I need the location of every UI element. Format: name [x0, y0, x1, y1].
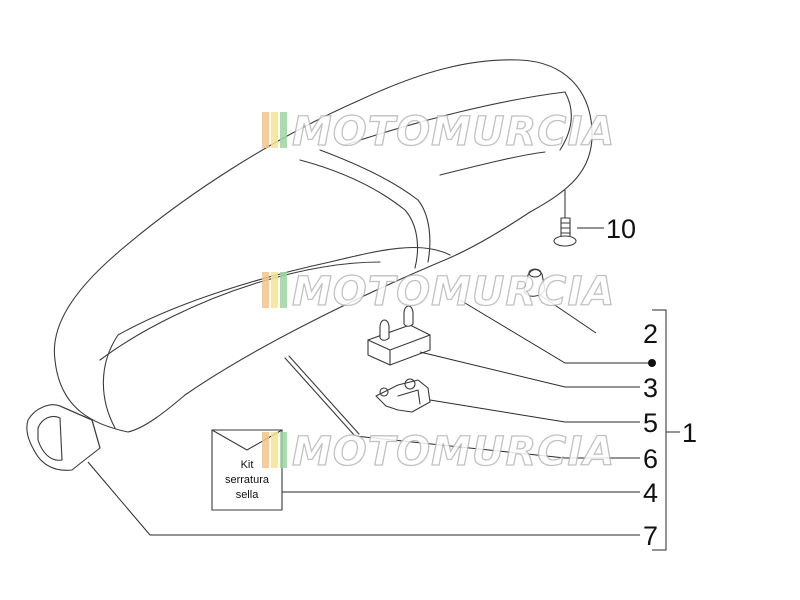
watermark-stripe — [280, 112, 287, 148]
seat — [53, 59, 593, 433]
watermark-3: MOTOMURCIA — [262, 428, 615, 476]
watermark-stripe — [271, 272, 278, 308]
callout-3: 3 — [643, 373, 658, 403]
callout-numbers: 10 2 3 5 1 6 4 7 — [606, 214, 697, 551]
plug-part-2 — [523, 268, 546, 297]
callout-5: 5 — [643, 408, 658, 438]
watermark-stripe — [262, 112, 269, 148]
callout-6: 6 — [643, 444, 658, 474]
seat-rear-step — [439, 151, 546, 176]
seat-rear-cushion-edge — [344, 91, 572, 151]
watermark-1: MOTOMURCIA — [262, 108, 615, 156]
cable-rod-part-6 — [284, 355, 360, 437]
seat-divider-band — [319, 149, 431, 263]
watermark-stripe — [262, 432, 269, 468]
callout-1: 1 — [682, 418, 697, 448]
seat-front-inner-edge — [99, 261, 381, 361]
watermark-stripe — [280, 272, 287, 308]
screw-head — [553, 235, 577, 247]
kit-label-line1: Kit — [241, 459, 254, 471]
group-bullet — [648, 359, 656, 367]
buffer-block-part-3 — [367, 305, 431, 366]
latch-bracket-part-5 — [375, 378, 431, 413]
seat-top-surface-edge — [102, 246, 451, 429]
watermark-stripe — [262, 272, 269, 308]
hinge-cap-part-7 — [26, 404, 101, 471]
watermark-text-2: MOTOMURCIA — [292, 269, 615, 315]
leader-lines — [87, 227, 680, 551]
kit-envelope-outline — [211, 429, 283, 511]
kit-envelope-part-4: Kit serratura sella — [211, 429, 283, 511]
watermark-stripe — [280, 432, 287, 468]
callout-10: 10 — [606, 214, 636, 244]
screw-part-10 — [553, 190, 577, 247]
seat-divider-band-edge — [299, 159, 419, 269]
kit-label-line3: sella — [236, 489, 260, 501]
watermark-text-1: MOTOMURCIA — [292, 109, 615, 155]
callout-2: 2 — [643, 319, 658, 349]
seat-outer-outline — [53, 59, 593, 433]
callout-4: 4 — [643, 478, 658, 508]
watermark-stripe — [271, 432, 278, 468]
watermark-text-3: MOTOMURCIA — [292, 429, 615, 475]
kit-label-line2: serratura — [225, 474, 270, 486]
callout-7: 7 — [643, 521, 658, 551]
watermark-stripe — [271, 112, 278, 148]
watermark-2: MOTOMURCIA — [262, 268, 615, 316]
